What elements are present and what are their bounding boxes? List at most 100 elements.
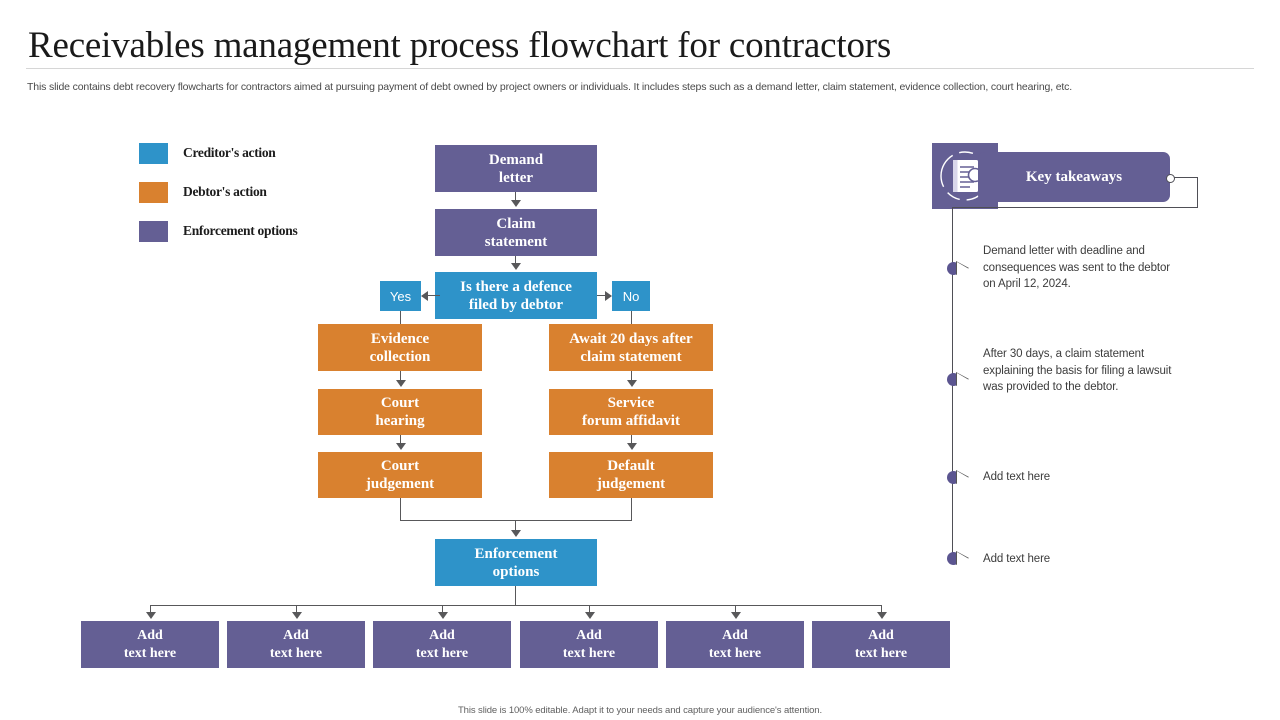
decision-branch-no[interactable]: No [612,281,650,311]
connector-evidence-to-hearing [400,371,402,382]
connector-decision-to-yes [428,295,440,297]
connector-arrow [605,291,612,301]
decision-branch-yes[interactable]: Yes [380,281,421,311]
connector-fanout-bar [150,605,882,607]
flow-node-label: Await 20 days after claim statement [569,330,693,365]
legend-swatch-enforcement [139,220,168,242]
connector-hearing-to-judgement [400,435,402,445]
flow-node-defence-decision[interactable]: Is there a defence filed by debtor [435,272,597,319]
outcome-label: Add text here [123,627,177,661]
connector-arrow [511,263,521,270]
legend-label-enforcement: Enforcement options [183,223,298,238]
flow-node-service-forum-affidavit[interactable]: Service forum affidavit [549,389,713,435]
connector-arrow [438,612,448,619]
connector-arrow [146,612,156,619]
outcome-label: Add text here [854,627,908,661]
connector-arrow [292,612,302,619]
legend: Creditor's action Debtor's action Enforc… [139,142,298,259]
connector-fanout-4 [589,605,591,614]
key-takeaway-text: Add text here [983,471,1051,483]
connector-arrow [877,612,887,619]
flow-node-label: Is there a defence filed by debtor [460,278,572,313]
title-divider [26,68,1254,69]
connector-claim-to-decision [515,256,517,265]
legend-swatch-creditor [139,142,168,164]
key-takeaways-title-label: Key takeaways [1025,169,1123,185]
connector-arrow [585,612,595,619]
decision-branch-no-label: No [622,288,640,304]
key-takeaways-connector-h-top [1172,177,1198,179]
connector-yes-to-evidence [400,311,402,324]
bullet-arrow-inner-icon [957,373,969,387]
flow-node-await-20-days[interactable]: Await 20 days after claim statement [549,324,713,371]
connector-fanout-2 [296,605,298,614]
connector-arrow [396,443,406,450]
connector-arrow [627,380,637,387]
legend-item-debtor: Debtor's action [139,181,297,203]
connector-default-judgement-down [631,498,633,521]
connector-court-judgement-down [400,498,402,521]
outcome-box-5[interactable]: Add text here [666,621,804,668]
legend-label-creditor: Creditor's action [183,145,276,160]
flow-node-evidence-collection[interactable]: Evidence collection [318,324,482,371]
key-takeaways-connector-knob [1166,174,1175,183]
flow-node-court-judgement[interactable]: Court judgement [318,452,482,498]
key-takeaway-text: Add text here [983,553,1051,565]
key-takeaways-title: Key takeaways [978,152,1170,202]
legend-swatch-debtor [139,181,168,203]
legend-item-creditor: Creditor's action [139,142,297,164]
connector-no-to-await [631,311,633,324]
bullet-arrow-inner-icon [957,262,969,276]
connector-fanout-6 [881,605,883,614]
key-takeaways-connector-h-bottom [952,207,1198,209]
connector-service-to-default [631,435,633,445]
connector-arrow [731,612,741,619]
flow-node-enforcement-options[interactable]: Enforcement options [435,539,597,586]
connector-arrow [396,380,406,387]
outcome-label: Add text here [415,627,469,661]
page-title: Receivables management process flowchart… [28,25,892,66]
connector-fanout-1 [150,605,152,614]
flow-node-label: Claim statement [484,215,548,250]
flow-node-label: Service forum affidavit [582,395,680,429]
connector-fanout-3 [442,605,444,614]
page-subtitle: This slide contains debt recovery flowch… [27,81,1073,93]
legend-label-debtor: Debtor's action [183,184,267,199]
connector-demand-to-claim [515,192,517,202]
outcome-box-1[interactable]: Add text here [81,621,219,668]
flow-node-label: Evidence collection [369,330,431,365]
flow-node-label: Enforcement options [474,545,558,580]
connector-arrow [511,530,521,537]
connector-fanout-5 [735,605,737,614]
outcome-box-3[interactable]: Add text here [373,621,511,668]
key-takeaway-text: After 30 days, a claim statement explain… [983,348,1172,393]
bullet-arrow-inner-icon [957,552,969,566]
outcome-label: Add text here [269,627,323,661]
bullet-arrow-inner-icon [957,471,969,485]
footer-note: This slide is 100% editable. Adapt it to… [457,705,823,716]
flow-node-claim-statement[interactable]: Claim statement [435,209,597,256]
connector-arrow [627,443,637,450]
connector-decision-to-no [597,295,606,297]
outcome-box-4[interactable]: Add text here [520,621,658,668]
flow-node-label: Demand letter [488,151,544,186]
flow-node-label: Default judgement [596,458,666,492]
flow-node-label: Court hearing [375,395,425,429]
outcome-box-2[interactable]: Add text here [227,621,365,668]
connector-arrow [421,291,428,301]
outcome-label: Add text here [708,627,762,661]
legend-item-enforcement: Enforcement options [139,220,298,242]
key-takeaways-connector-v-right [1197,177,1199,208]
outcome-box-6[interactable]: Add text here [812,621,950,668]
outcome-label: Add text here [562,627,616,661]
flow-node-court-hearing[interactable]: Court hearing [318,389,482,435]
connector-await-to-service [631,371,633,382]
connector-merge-to-enforcement [515,520,517,532]
flow-node-label: Court judgement [365,458,435,492]
flow-node-default-judgement[interactable]: Default judgement [549,452,713,498]
decision-branch-yes-label: Yes [389,288,412,304]
connector-arrow [511,200,521,207]
flow-node-demand-letter[interactable]: Demand letter [435,145,597,192]
connector-enforcement-down [515,586,517,606]
key-takeaway-text: Demand letter with deadline and conseque… [983,245,1171,290]
